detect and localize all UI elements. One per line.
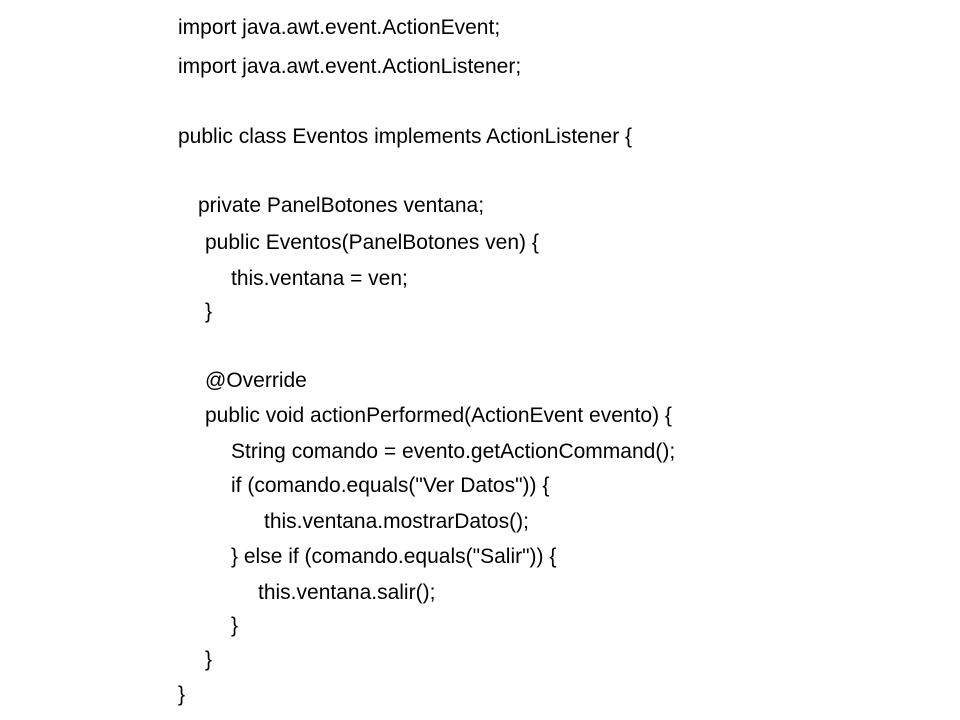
code-line: } (178, 683, 186, 706)
code-line: @Override (205, 369, 307, 392)
code-line: } (231, 614, 239, 637)
code-line: this.ventana.mostrarDatos(); (264, 510, 529, 533)
code-line: } (205, 300, 213, 323)
code-line: this.ventana = ven; (231, 267, 408, 290)
code-line: if (comando.equals("Ver Datos")) { (231, 474, 550, 497)
code-line: public class Eventos implements ActionLi… (178, 125, 633, 148)
code-line: } (205, 648, 213, 671)
code-line: public void actionPerformed(ActionEvent … (205, 404, 672, 427)
code-line: private PanelBotones ventana; (198, 194, 485, 217)
code-line: import java.awt.event.ActionEvent; (178, 16, 501, 39)
code-line: this.ventana.salir(); (258, 581, 436, 604)
code-line: } else if (comando.equals("Salir")) { (231, 545, 557, 568)
code-line: import java.awt.event.ActionListener; (178, 55, 522, 78)
code-line: String comando = evento.getActionCommand… (231, 440, 676, 463)
code-line: public Eventos(PanelBotones ven) { (205, 231, 539, 254)
